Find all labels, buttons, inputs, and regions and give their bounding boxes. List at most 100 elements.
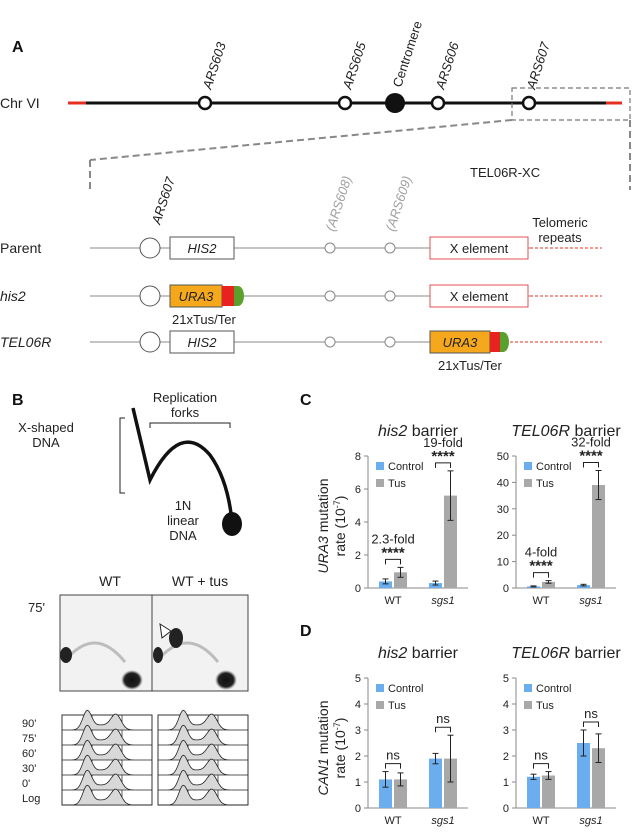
sig-bracket (385, 763, 401, 769)
legend-tus-swatch (524, 479, 532, 487)
row-tel06r-label: TEL06R (0, 334, 51, 350)
legend-tus-label: Tus (388, 478, 406, 490)
facs-histogram (62, 754, 152, 776)
parent-ars609 (384, 242, 396, 254)
sig-stars: **** (579, 448, 603, 465)
y-tick-label: 3 (355, 725, 361, 737)
y-tick-label: 30 (497, 504, 509, 516)
arrowhead-icon (159, 622, 172, 639)
panel-d-letter: D (300, 623, 312, 640)
parent-ars607 (139, 237, 161, 259)
ars606-origin (430, 95, 446, 111)
ars603-origin (197, 95, 213, 111)
sig-bracket (385, 558, 401, 565)
legend-tus-label: Tus (536, 478, 554, 490)
bar-control (577, 743, 590, 808)
gel-wt-tus (151, 594, 249, 692)
his2-x-element-text: X element (450, 289, 509, 304)
y-tick-label: 2 (355, 751, 361, 763)
y-tick-label: 0 (503, 803, 509, 815)
legend-control-swatch (376, 684, 384, 692)
y-tick-label: 2 (503, 751, 509, 763)
linear-label-1: 1N (175, 498, 192, 513)
chart-title: TEL06R barrier (511, 645, 621, 662)
sig-bracket (533, 572, 549, 578)
sig-stars: **** (529, 558, 553, 575)
ars608-label: (ARS608) (323, 174, 355, 233)
facs-histogram (158, 739, 248, 761)
chart-title: his2 barrier (378, 423, 459, 440)
centromere-label: Centromere (390, 19, 425, 89)
y-tick-label: 1 (503, 777, 509, 789)
bar-tus (592, 748, 605, 808)
ars603-label: ARS603 (199, 40, 229, 92)
legend-control-label: Control (536, 461, 571, 473)
panel-a-letter: A (12, 39, 24, 56)
y-axis-label: URA3 mutation (315, 479, 331, 574)
ars606-label: ARS606 (432, 40, 462, 92)
gel-title-wt-tus: WT + tus (172, 573, 228, 589)
bar-control (429, 758, 442, 808)
sig-stars: **** (431, 448, 455, 465)
telomeric-label-2: repeats (538, 230, 582, 245)
y-tick-label: 8 (355, 451, 361, 463)
sig-ns: ns (584, 706, 598, 721)
parent-x-element-box (429, 236, 529, 260)
sig-bracket (583, 462, 599, 468)
tel06r-tus-red (490, 332, 500, 352)
tel06r-his2-text: HIS2 (188, 335, 218, 350)
chart-title: TEL06R barrier (511, 423, 621, 440)
category-label: WT (384, 595, 401, 607)
y-tick-label: 0 (503, 583, 509, 595)
legend-control-swatch (524, 684, 532, 692)
tel06r-ars609 (384, 336, 396, 348)
legend-control-swatch (524, 462, 532, 470)
category-label: sgs1 (431, 595, 454, 607)
ars605-origin (337, 95, 353, 111)
legend-tus-swatch (376, 479, 384, 487)
sig-ns: ns (386, 748, 400, 763)
linear-label-3: DNA (169, 528, 197, 543)
sig-stars: **** (381, 544, 405, 561)
linear-label-2: linear (167, 513, 199, 528)
facs-time-label: Log (22, 793, 40, 805)
telomeric-label-1: Telomeric (532, 215, 588, 230)
his2-ars607 (139, 285, 161, 307)
parent-x-element-text: X element (450, 241, 509, 256)
legend-control-label: Control (388, 461, 423, 473)
y-tick-label: 4 (355, 517, 361, 529)
fold-label: 19-fold (423, 435, 463, 450)
facs-time-label: 75' (22, 733, 36, 745)
legend-tus-label: Tus (388, 700, 406, 712)
legend-tus-label: Tus (536, 700, 554, 712)
category-label: sgs1 (579, 595, 602, 607)
y-tick-label: 6 (355, 484, 361, 496)
parent-ars608 (324, 242, 336, 254)
tel06r-ura3-text: URA3 (443, 335, 478, 350)
tel06r-ars607 (139, 331, 161, 353)
facs-histogram (158, 784, 248, 806)
bar-tus (444, 495, 457, 588)
legend-control-label: Control (388, 683, 423, 695)
y-axis-label: CAN1 mutation (315, 701, 331, 796)
category-label: WT (384, 815, 401, 827)
category-label: sgs1 (431, 815, 454, 827)
panel-b-letter: B (12, 392, 24, 409)
chart-title: his2 barrier (378, 645, 459, 662)
y-tick-label: 2 (355, 550, 361, 562)
bar-control (379, 581, 392, 588)
facs-time-label: 60' (22, 748, 36, 760)
gel-wt (59, 594, 157, 692)
xshaped-bracket (119, 417, 125, 494)
his2-tus-red (222, 286, 234, 306)
bar-tus (592, 485, 605, 588)
category-label: sgs1 (579, 815, 602, 827)
linear-dna-spot (222, 512, 242, 536)
panel-c-letter: C (300, 392, 312, 409)
y-tick-label: 50 (497, 451, 509, 463)
y-tick-label: 0 (355, 583, 361, 595)
y-tick-label: 20 (497, 530, 509, 542)
facs-wt (61, 709, 153, 806)
